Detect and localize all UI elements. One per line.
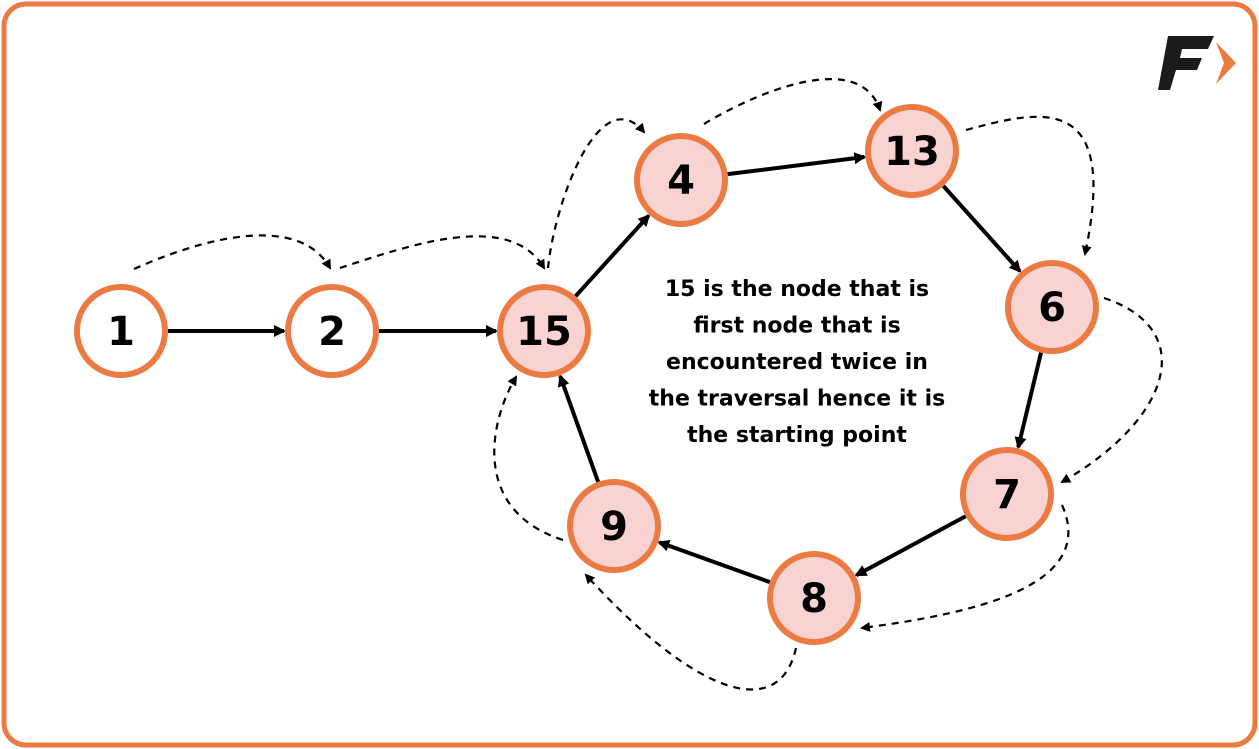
edge-n15-to-n4 — [574, 214, 651, 298]
edge-n6-to-n7 — [1014, 352, 1043, 450]
node-label: 1 — [107, 309, 135, 355]
traversal-edge-n13-to-n6 — [965, 115, 1095, 256]
edge-n4-to-n13 — [727, 152, 867, 177]
node-label: 9 — [600, 504, 628, 550]
node-2: 2 — [285, 284, 379, 378]
node-label: 4 — [667, 158, 695, 204]
node-8: 8 — [767, 551, 861, 645]
node-circle — [74, 284, 168, 378]
node-4: 4 — [634, 133, 728, 227]
node-6: 6 — [1005, 260, 1099, 354]
traversal-edge-n6-to-n7 — [1060, 296, 1163, 483]
traversal-edge-n15-to-n4 — [546, 118, 646, 269]
node-label: 13 — [884, 129, 940, 175]
node-label: 15 — [516, 309, 572, 355]
traversal-edge-n4-to-n13 — [703, 77, 883, 125]
caption-line: first node that is — [693, 314, 900, 339]
node-circle — [865, 104, 959, 198]
node-15: 15 — [497, 284, 591, 378]
node-label: 6 — [1038, 285, 1066, 331]
traversal-dashed-edges — [133, 77, 1163, 691]
node-7: 7 — [960, 447, 1054, 541]
logo-f-arrow-icon — [1158, 36, 1236, 90]
caption-line: encountered twice in — [666, 350, 928, 375]
caption-line: the starting point — [687, 423, 907, 448]
node-1: 1 — [74, 284, 168, 378]
traversal-edge-n9-to-n15 — [493, 375, 564, 542]
traversal-edge-n1-to-n2 — [133, 234, 331, 271]
list-nodes: 1 2 15 4 13 6 7 8 9 — [74, 104, 1099, 645]
caption-line: 15 is the node that is — [665, 277, 929, 302]
edge-n13-to-n6 — [941, 184, 1022, 273]
node-circle — [285, 284, 379, 378]
edge-n7-to-n8 — [854, 514, 967, 577]
node-circle — [634, 133, 728, 227]
caption-text: 15 is the node that is first node that is… — [649, 277, 945, 448]
node-circle — [1005, 260, 1099, 354]
node-circle — [767, 551, 861, 645]
edge-n8-to-n9 — [657, 540, 771, 584]
node-9: 9 — [567, 479, 661, 573]
traversal-edge-n2-to-n15 — [339, 235, 546, 270]
list-solid-edges — [168, 152, 1043, 584]
node-label: 7 — [993, 472, 1021, 518]
edge-n9-to-n15 — [557, 374, 601, 483]
traversal-edge-n7-to-n8 — [860, 504, 1070, 632]
node-circle — [497, 284, 591, 378]
node-circle — [960, 447, 1054, 541]
node-label: 2 — [318, 309, 346, 355]
caption-line: the traversal hence it is — [649, 387, 945, 412]
node-label: 8 — [800, 576, 828, 622]
traversal-edge-n8-to-n9 — [584, 573, 798, 691]
node-13: 13 — [865, 104, 959, 198]
node-circle — [567, 479, 661, 573]
